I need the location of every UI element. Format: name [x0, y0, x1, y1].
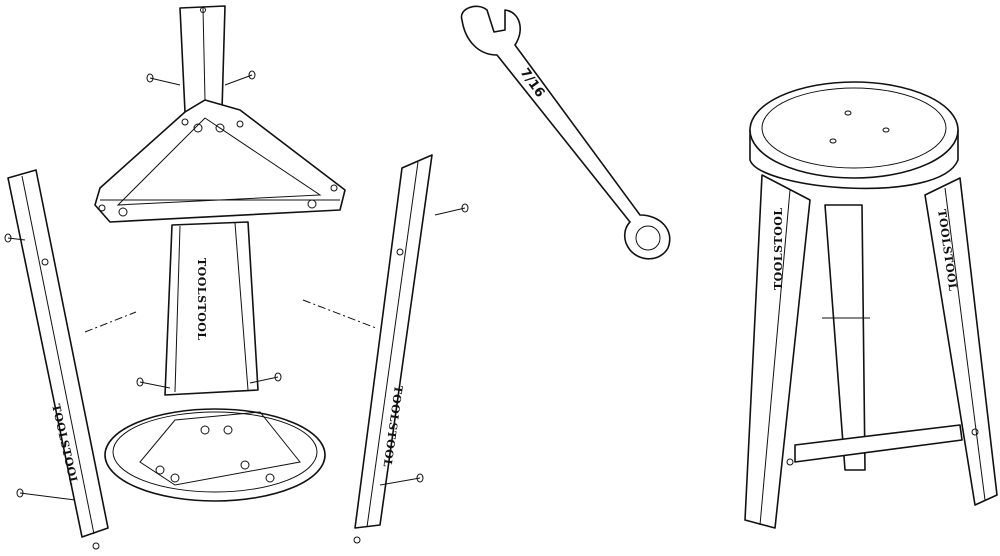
logo-text-center-leg: TOOLSTOOL	[195, 258, 208, 341]
center-leg-lower: TOOLSTOOL	[164, 221, 259, 396]
wrench: 7/16	[460, 5, 671, 260]
assembled-stool: TOOLSTOOL TOOLSTOOL	[744, 81, 998, 529]
guide-line-left	[84, 311, 137, 333]
triangle-bracket	[94, 99, 346, 223]
logo-text-assembled-left: TOOLSTOOL	[772, 207, 785, 290]
guide-line-right	[302, 299, 377, 329]
center-leg-upper	[179, 5, 226, 113]
right-leg: TOOLSTOOL	[353, 154, 433, 544]
screws	[4, 70, 469, 501]
seat-upside-down	[104, 408, 326, 502]
